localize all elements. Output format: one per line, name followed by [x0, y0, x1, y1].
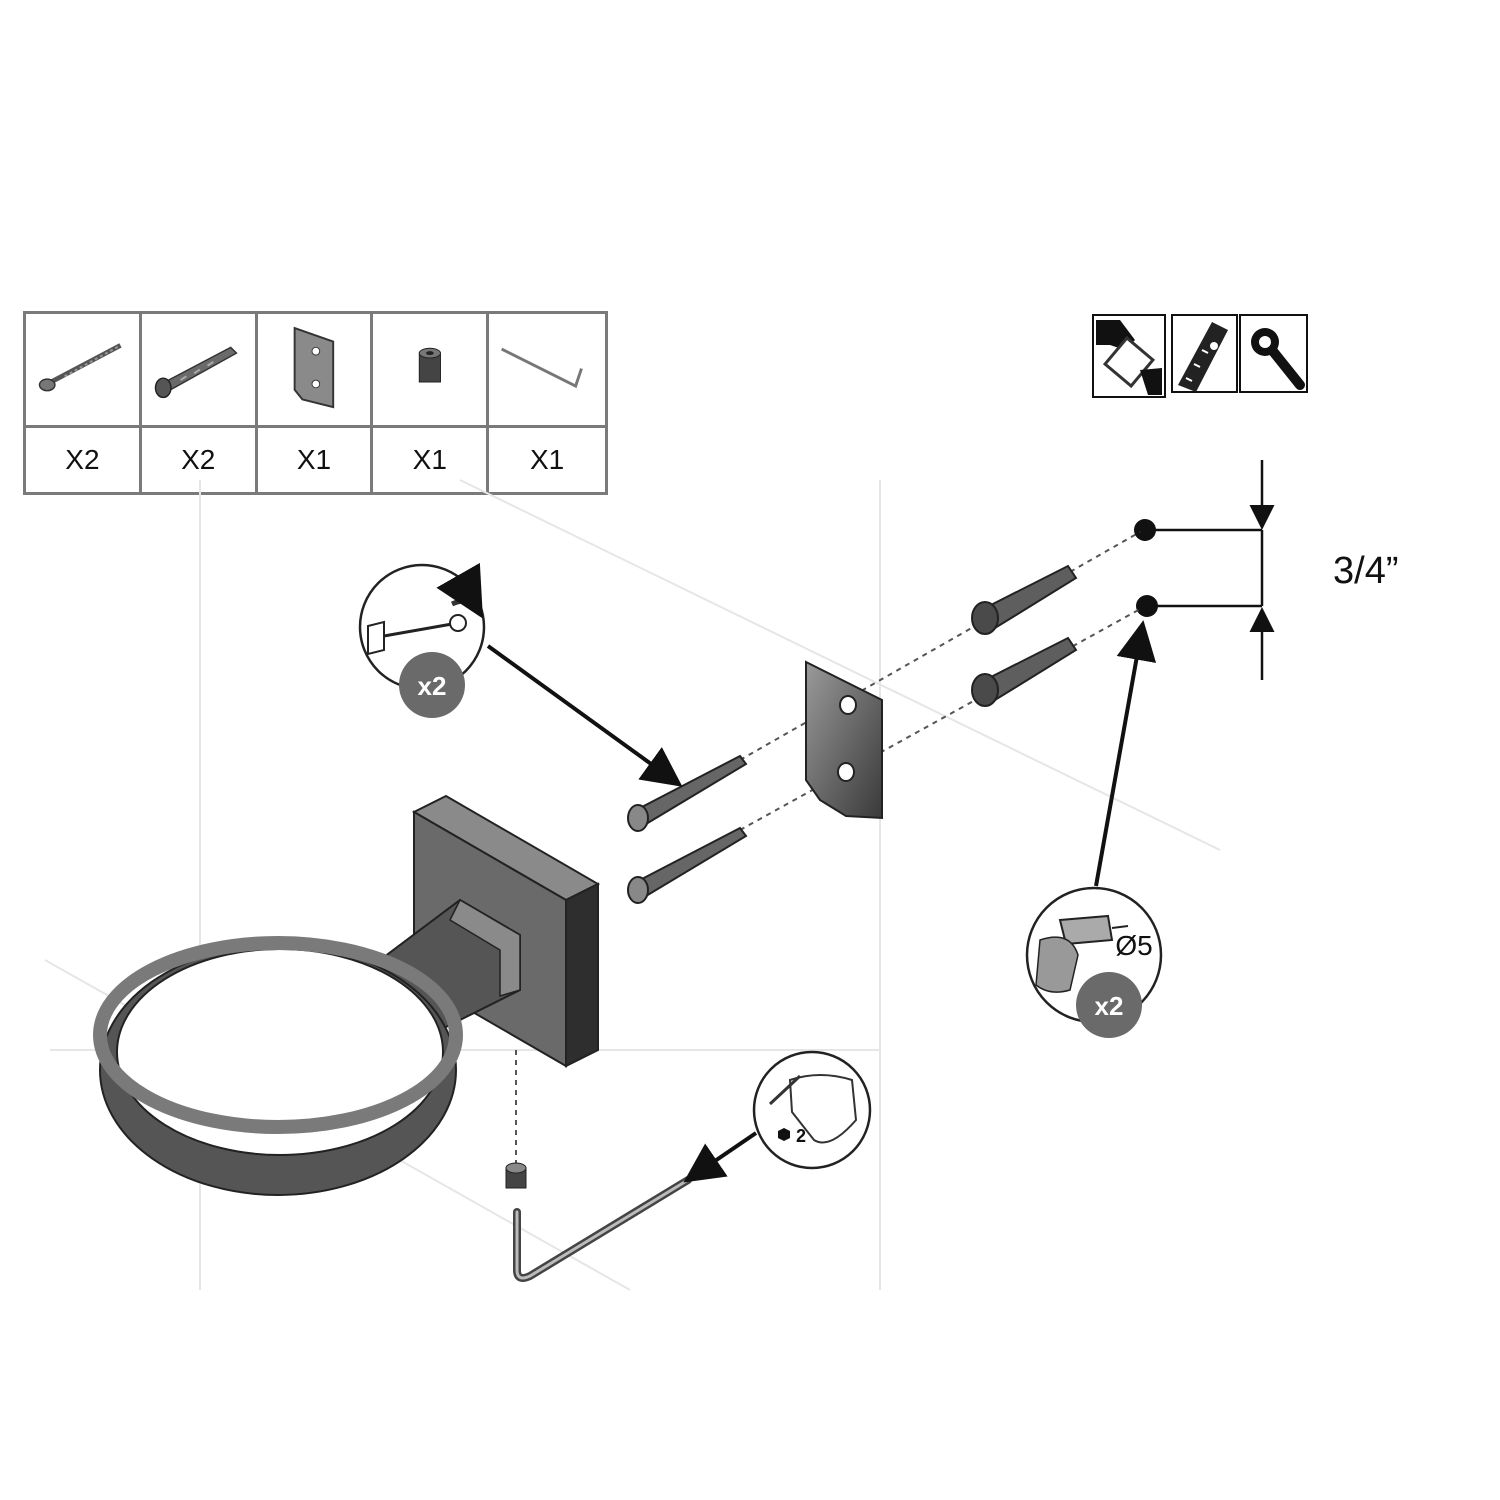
- screw-bottom: [627, 826, 748, 904]
- hand-allen-icon: [768, 1074, 858, 1144]
- dimension-3-4: [1145, 460, 1275, 680]
- set-screw: [505, 1162, 527, 1189]
- count-badge-drill: [1076, 972, 1142, 1038]
- part-cell-anchor: [141, 314, 258, 428]
- alignment-lines: [515, 531, 1143, 1165]
- allen-size: 2: [796, 1126, 806, 1146]
- qty-allenkey: X1: [529, 444, 565, 475]
- count-screwdriver: x2: [418, 671, 447, 701]
- dimension-label: 3/4”: [1333, 550, 1399, 592]
- pointer-screwdriver: [486, 644, 683, 787]
- part-cell-plate: [257, 314, 374, 428]
- holder-ring: [93, 936, 463, 1196]
- callout-drill: Ø5 x2: [1025, 886, 1163, 1038]
- count-drill: x2: [1095, 991, 1124, 1021]
- part-cell-allenkey: [489, 314, 605, 428]
- pointer-allen: [683, 1131, 758, 1183]
- count-badge-screwdriver: [399, 652, 465, 718]
- qty-setscrew: X1: [373, 428, 490, 492]
- mounting-plate-icon: [293, 326, 334, 409]
- qty-anchor: X2: [142, 428, 258, 492]
- callout-allen: 2: [752, 1050, 872, 1170]
- parts-table: X2 X2 X1 X1 X1: [23, 311, 608, 495]
- mounting-plate: [805, 660, 883, 820]
- part-cell-setscrew: [373, 314, 490, 428]
- screw-top: [627, 754, 748, 832]
- tool-hand-cleaning: [1092, 314, 1166, 398]
- drill-size: Ø5: [1115, 930, 1152, 961]
- qty-screw: X2: [26, 428, 142, 492]
- wall-anchor-icon: [154, 346, 238, 399]
- drill-point-top: [1134, 519, 1156, 541]
- set-screw-icon: [419, 347, 442, 383]
- hex-key-icon: [778, 1128, 790, 1141]
- allen-key: [513, 1176, 692, 1282]
- callout-screwdriver: x2: [358, 562, 486, 718]
- part-cell-screw: [26, 314, 142, 428]
- tool-wrench: [1239, 314, 1308, 393]
- hand-cleaning-icon: [1096, 320, 1162, 395]
- wall-anchor-top: [971, 564, 1078, 635]
- drill-point-bottom: [1136, 595, 1158, 617]
- allen-key-icon: [501, 347, 584, 389]
- wall-anchor-bottom: [971, 636, 1078, 707]
- screwdriver-icon: [367, 562, 483, 656]
- qty-plate: X1: [258, 428, 374, 492]
- tool-level: [1171, 314, 1238, 393]
- drill-icon: [1035, 914, 1129, 993]
- level-tool-icon: [1178, 322, 1228, 392]
- wood-screw-icon: [38, 343, 122, 392]
- pointer-drill: [1094, 620, 1157, 887]
- wrench-icon: [1251, 328, 1305, 390]
